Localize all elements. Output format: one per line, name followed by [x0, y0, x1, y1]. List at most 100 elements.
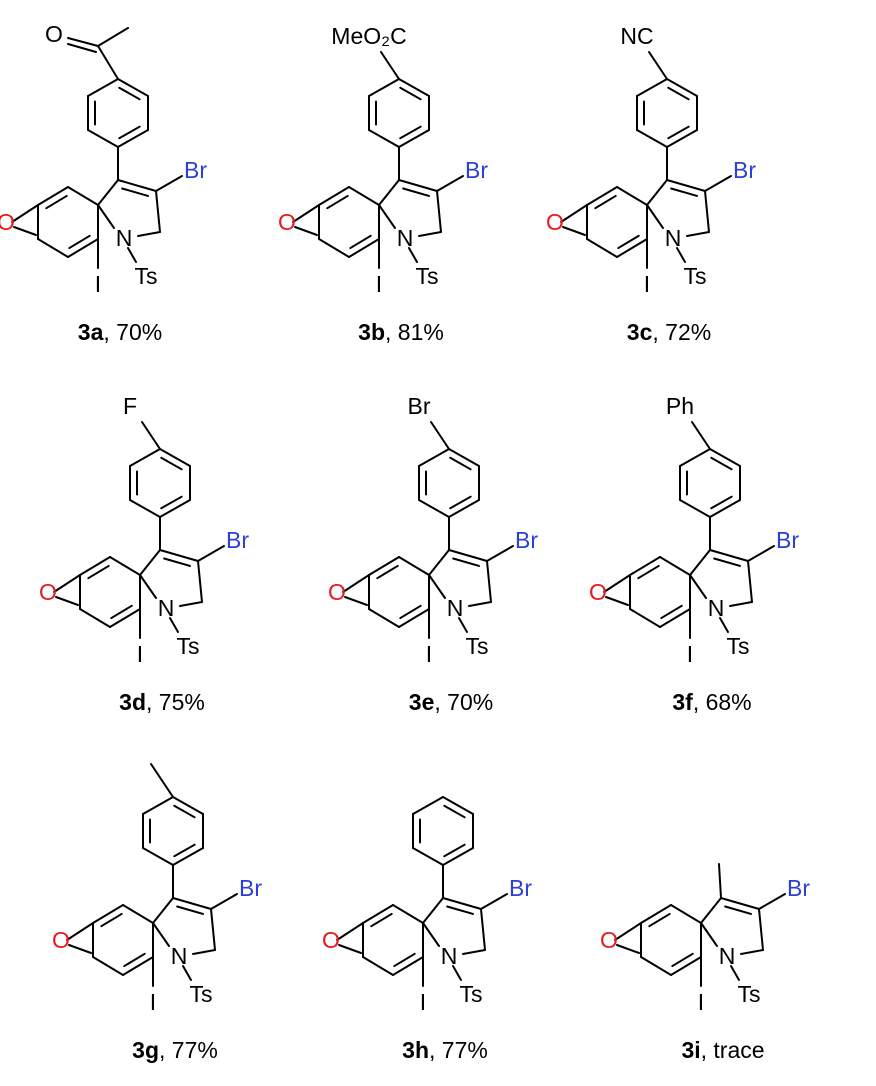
- bond: [152, 897, 174, 924]
- bond: [318, 238, 350, 258]
- compound-caption: 3b, 81%: [358, 319, 444, 345]
- tosyl-label: Ts: [738, 981, 761, 1007]
- double-bond-inner: [163, 557, 191, 567]
- carbonyl-bond-inner: [605, 596, 629, 606]
- bond: [758, 908, 764, 951]
- double-bond-inner: [637, 564, 660, 580]
- tosyl-bond: [452, 965, 462, 981]
- tosyl-bond: [127, 247, 137, 263]
- double-bond-inner: [449, 495, 472, 510]
- iodo-label: I: [644, 271, 650, 297]
- bond: [398, 556, 430, 576]
- para-substituent-bond: [141, 421, 161, 450]
- bond: [67, 186, 99, 206]
- bond: [659, 556, 691, 576]
- compound-yield: , 70%: [103, 319, 162, 345]
- compound-yield: , trace: [701, 1037, 765, 1063]
- bond: [486, 560, 492, 603]
- bromo-bond: [480, 893, 508, 910]
- compound-caption: 3g, 77%: [132, 1037, 218, 1063]
- tosyl-label: Ts: [727, 633, 750, 659]
- bond: [368, 608, 400, 628]
- nitrogen-label: N: [441, 943, 458, 969]
- bond: [117, 129, 149, 148]
- bond: [37, 238, 69, 258]
- bromo-bond: [747, 545, 775, 562]
- nitrogen-label: N: [708, 595, 725, 621]
- bromo-label: Br: [509, 875, 532, 901]
- bond: [348, 186, 380, 206]
- bond: [586, 186, 618, 206]
- double-bond-inner: [349, 234, 372, 250]
- compound-yield: , 77%: [159, 1037, 218, 1063]
- para-substituent-label: NC: [620, 23, 653, 49]
- bond: [155, 190, 161, 233]
- bond: [442, 897, 482, 910]
- bond: [172, 847, 204, 866]
- bromo-label: Br: [733, 157, 756, 183]
- tosyl-label: Ts: [684, 263, 707, 289]
- carbonyl-bond-inner: [13, 226, 37, 236]
- iodo-label: I: [150, 989, 156, 1015]
- carbonyl-bond: [292, 204, 320, 223]
- bond: [142, 796, 174, 815]
- bond: [92, 904, 124, 924]
- bond: [428, 574, 446, 599]
- bond: [79, 556, 111, 576]
- bond: [616, 238, 648, 258]
- double-bond-inner: [121, 187, 149, 197]
- tosyl-label: Ts: [460, 981, 483, 1007]
- iodo-label: I: [698, 989, 704, 1015]
- oxygen-label: O: [322, 927, 340, 953]
- double-bond-inner: [399, 86, 422, 101]
- bond: [172, 796, 204, 815]
- bromo-bond: [155, 175, 183, 192]
- carbonyl-bond-inner: [344, 596, 368, 606]
- double-bond-inner: [376, 564, 399, 580]
- bond: [412, 796, 444, 815]
- para-substituent-bond: [380, 51, 400, 80]
- bond: [422, 897, 444, 924]
- double-bond-inner: [399, 125, 422, 140]
- para-substituent-label: Ph: [666, 393, 694, 419]
- bond: [152, 922, 170, 947]
- acyl-carbonyl-bond-inner: [67, 43, 97, 53]
- compound-id: 3g: [132, 1037, 159, 1063]
- nitrogen-label: N: [397, 225, 414, 251]
- bond: [137, 231, 161, 237]
- bond: [418, 231, 442, 237]
- nitrogen-label: N: [447, 595, 464, 621]
- bond: [348, 238, 380, 258]
- bond: [747, 560, 753, 603]
- double-bond-inner: [87, 564, 110, 580]
- bromo-bond: [436, 175, 464, 192]
- bond: [666, 78, 698, 97]
- bond: [318, 186, 350, 206]
- bond: [97, 204, 115, 229]
- oxygen-label: O: [278, 209, 296, 235]
- para-substituent-label: F: [123, 393, 137, 419]
- carbonyl-bond: [614, 922, 642, 941]
- tosyl-bond: [730, 965, 740, 981]
- bond: [640, 956, 672, 976]
- nitrogen-label: N: [158, 595, 175, 621]
- bond: [412, 847, 444, 866]
- bond: [428, 549, 450, 576]
- bond: [666, 179, 706, 192]
- double-bond-inner: [118, 86, 141, 101]
- tosyl-bond: [182, 965, 192, 981]
- methyl-bond: [718, 863, 722, 899]
- compound-id: 3c: [627, 319, 653, 345]
- bromo-label: Br: [465, 157, 488, 183]
- carbonyl-bond: [336, 922, 364, 941]
- double-bond-inner: [710, 456, 733, 471]
- bond: [197, 560, 203, 603]
- oxygen-label: O: [589, 579, 607, 605]
- bond: [729, 601, 753, 607]
- bromo-bond: [210, 893, 238, 910]
- bond: [436, 190, 442, 233]
- bromo-bond: [197, 545, 225, 562]
